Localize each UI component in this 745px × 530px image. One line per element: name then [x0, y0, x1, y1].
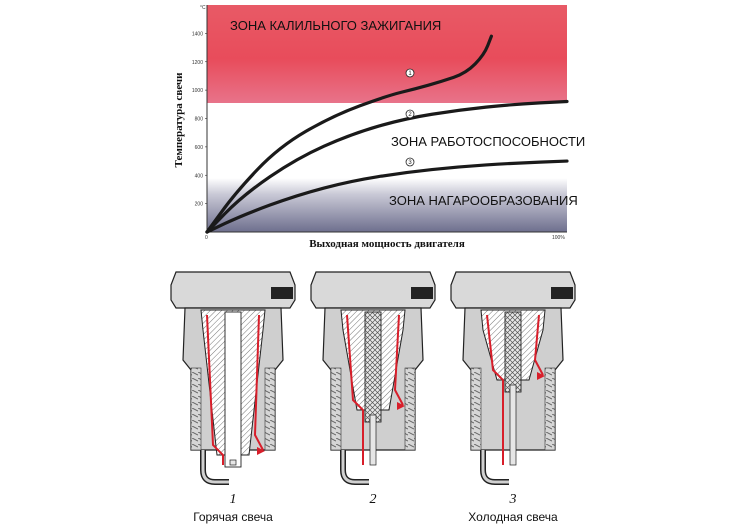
plug-heat-path [486, 314, 544, 465]
y-tick-label: 200 [195, 202, 204, 208]
plug-thread-right [404, 367, 416, 451]
series-marker-3 [405, 157, 415, 167]
series-layer: 1 2 3 [205, 34, 569, 234]
plug-heat-arrow [257, 447, 265, 455]
temperature-chart: 200 400 600 800 1000 1200 1400 °C 0 100% ЗОНА … [173, 5, 585, 250]
zone-label-preignition: ЗОНА КАЛИЛЬНОГО ЗАЖИГАНИЯ [230, 18, 441, 33]
plug-caption: Холодная свеча [468, 510, 558, 524]
plug-ground-electrode-core [481, 450, 509, 484]
plug-thread-right [264, 367, 276, 451]
y-tick-labels: 200 400 600 800 1000 1200 1400 [192, 31, 207, 208]
plug-center-electrode [504, 311, 522, 393]
plug-hex-nut [170, 271, 296, 309]
y-tick-label: 400 [195, 173, 204, 179]
y-tick-label: 600 [195, 145, 204, 151]
plug-thread-left [190, 367, 202, 451]
plug-gasket [551, 287, 573, 299]
y-axis-title: Температура свечи [173, 72, 185, 168]
plug-gasket [271, 287, 293, 299]
zone-label-operating: ЗОНА РАБОТОСПОСОБНОСТИ [391, 134, 585, 149]
series-line-1 [205, 34, 493, 234]
plug-ground-electrode-core [201, 450, 229, 484]
y-unit-label: °C [200, 5, 206, 11]
plug-electrode-tip [369, 414, 377, 466]
y-tick-label: 1000 [192, 88, 203, 94]
series-line-3 [205, 159, 569, 234]
spark-plug-2: 2 [310, 271, 436, 507]
series-line-2 [205, 99, 569, 234]
series-marker-label-2: 2 [408, 112, 412, 118]
plug-hex-nut [450, 271, 576, 309]
plug-heat-path [206, 314, 264, 465]
plug-center-electrode [364, 311, 382, 423]
zone-preignition-band [207, 5, 567, 103]
series-marker-2 [405, 109, 415, 119]
plug-heat-arrow [537, 372, 545, 380]
zone-label-carbon: ЗОНА НАГАРООБРАЗОВАНИЯ [389, 193, 578, 208]
plug-thread-right [544, 367, 556, 451]
x-end-label: 100% [552, 235, 565, 241]
plug-ground-electrode [340, 450, 369, 485]
x-zero-label: 0 [205, 235, 208, 241]
plug-thread-left [470, 367, 482, 451]
plug-ground-electrode-core [341, 450, 369, 484]
plug-electrode-tip [229, 459, 237, 466]
plug-hex-nut [310, 271, 436, 309]
plug-electrode-tip [509, 384, 517, 466]
series-marker-label-1: 1 [408, 71, 412, 77]
plug-number: 1 [230, 492, 237, 507]
zone-operating-band [207, 103, 567, 178]
plug-heat-path [346, 314, 404, 465]
y-tick-label: 1400 [192, 31, 203, 37]
plug-number: 2 [370, 492, 377, 507]
plug-ground-electrode [480, 450, 509, 485]
plug-thread-left [330, 367, 342, 451]
plug-number: 3 [509, 492, 517, 507]
plug-center-electrode [224, 311, 242, 468]
series-marker-1 [405, 68, 415, 78]
y-tick-label: 1200 [192, 60, 203, 66]
x-axis-title: Выходная мощность двигателя [309, 238, 465, 250]
series-marker-label-3: 3 [408, 160, 412, 166]
plug-heat-arrow [397, 402, 405, 410]
y-tick-label: 800 [195, 117, 204, 123]
plug-gasket [411, 287, 433, 299]
plug-caption: Горячая свеча [193, 510, 273, 524]
